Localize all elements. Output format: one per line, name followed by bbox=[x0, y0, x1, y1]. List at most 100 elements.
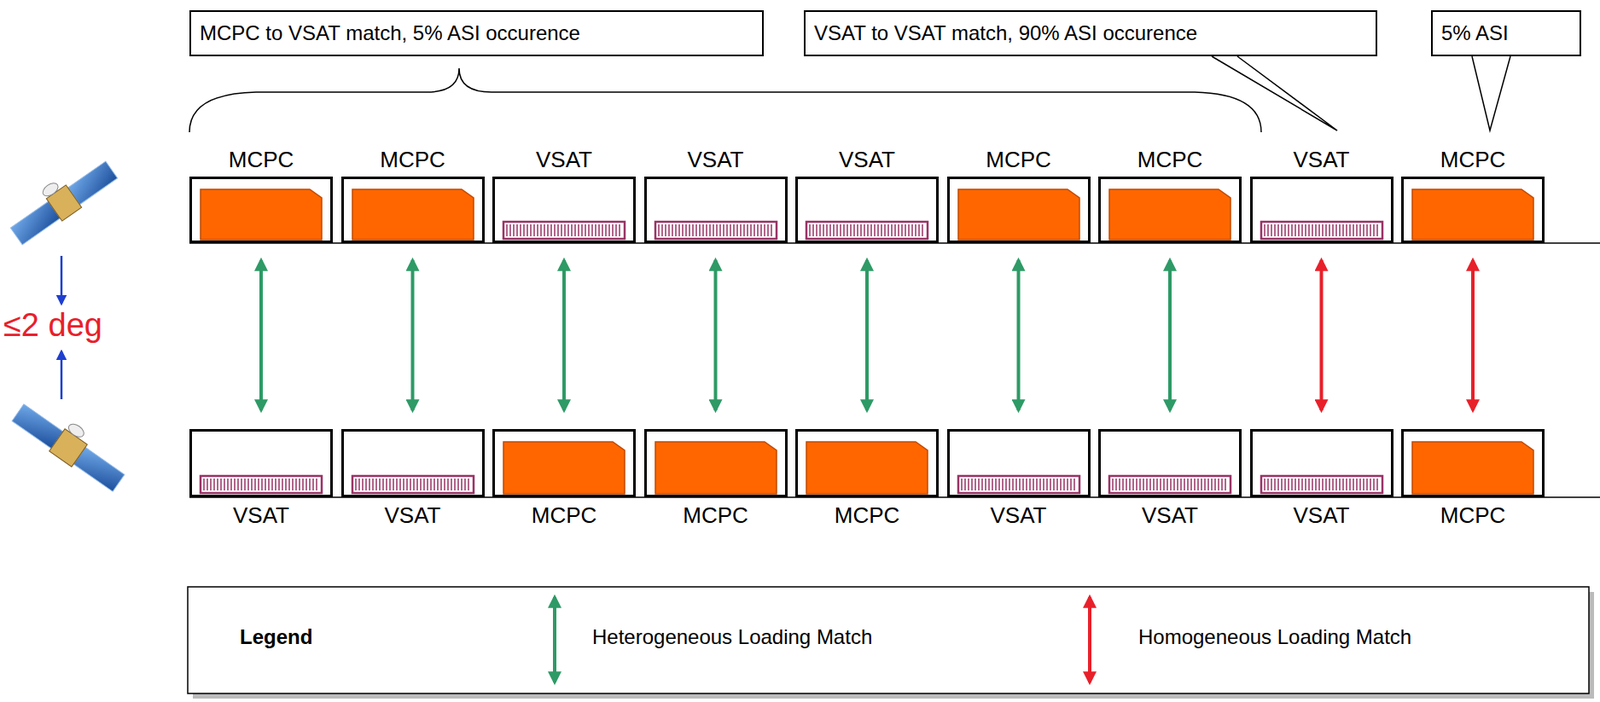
hatch-stroke bbox=[1012, 478, 1014, 491]
loading-match-arrow bbox=[562, 260, 566, 411]
hatch-stroke bbox=[753, 224, 756, 237]
hatch-stroke bbox=[705, 224, 708, 237]
carrier-box: MCPC bbox=[341, 176, 485, 244]
hatch-stroke bbox=[1359, 224, 1362, 237]
hatch-stroke bbox=[1314, 224, 1317, 237]
hatch-stroke bbox=[399, 478, 402, 491]
box-label: VSAT bbox=[687, 146, 745, 174]
hatch-stroke bbox=[1146, 478, 1148, 491]
hatch-stroke bbox=[1304, 478, 1307, 491]
hatch-stroke bbox=[315, 478, 318, 491]
hatch-stroke bbox=[722, 224, 725, 237]
hatch-stroke bbox=[274, 478, 277, 491]
hatch-stroke bbox=[533, 224, 536, 237]
hatch-stroke bbox=[964, 478, 966, 491]
legend-text: Homogeneous Loading Match bbox=[1138, 625, 1412, 650]
carrier-box: MCPC bbox=[947, 176, 1091, 244]
hatch-stroke bbox=[1263, 478, 1266, 491]
hatch-stroke bbox=[698, 224, 701, 237]
hatch-stroke bbox=[849, 224, 852, 237]
hatch-stroke bbox=[1183, 478, 1186, 491]
hatch-carrier bbox=[797, 179, 937, 241]
carrier-box: MCPC bbox=[189, 176, 333, 244]
hatch-stroke bbox=[1025, 478, 1028, 491]
hatch-stroke bbox=[1053, 478, 1055, 491]
loading-match-arrow bbox=[1320, 260, 1324, 411]
hatch-stroke bbox=[736, 224, 739, 237]
hatch-carrier bbox=[1100, 431, 1240, 495]
hatch-stroke bbox=[1128, 478, 1131, 491]
hatch-stroke bbox=[1280, 478, 1283, 491]
hatch-stroke bbox=[354, 478, 357, 491]
hatch-stroke bbox=[443, 478, 446, 491]
hatch-stroke bbox=[977, 478, 980, 491]
hatch-stroke bbox=[567, 224, 570, 237]
hatch-stroke bbox=[1197, 478, 1199, 491]
hatch-stroke bbox=[1277, 224, 1280, 237]
hatch-stroke bbox=[904, 224, 907, 237]
carrier-box: MCPC bbox=[1401, 429, 1545, 498]
carrier-shape bbox=[1403, 179, 1542, 241]
hatch-stroke bbox=[998, 478, 1001, 491]
hatch-stroke bbox=[1142, 478, 1145, 491]
hatch-stroke bbox=[1059, 478, 1062, 491]
hatch-carrier bbox=[646, 179, 786, 241]
hatch-stroke bbox=[1049, 478, 1052, 491]
hatch-stroke bbox=[1349, 478, 1351, 491]
carrier-fill bbox=[1412, 189, 1534, 240]
hatch-stroke bbox=[1204, 478, 1206, 491]
hatch-stroke bbox=[664, 224, 667, 237]
hatch-stroke bbox=[1369, 478, 1372, 491]
hatch-stroke bbox=[584, 224, 587, 237]
hatch-stroke bbox=[1355, 224, 1358, 237]
carrier-fill bbox=[503, 442, 625, 495]
hatch-stroke bbox=[1349, 224, 1351, 237]
hatch-stroke bbox=[264, 478, 267, 491]
hatch-stroke bbox=[681, 224, 684, 237]
box-label: VSAT bbox=[1293, 146, 1350, 174]
legend-box bbox=[187, 587, 1589, 694]
hatch-stroke bbox=[839, 224, 842, 237]
loading-match-arrow bbox=[1017, 260, 1021, 411]
hatch-stroke bbox=[587, 224, 590, 237]
carrier-outline bbox=[958, 476, 1080, 494]
carrier-outline bbox=[1261, 221, 1383, 239]
box-label: MCPC bbox=[682, 502, 749, 530]
hatch-stroke bbox=[678, 224, 681, 237]
hatch-stroke bbox=[1277, 478, 1280, 491]
hatch-stroke bbox=[512, 224, 515, 237]
hatch-stroke bbox=[1070, 478, 1072, 491]
hatch-stroke bbox=[509, 224, 512, 237]
box-label: MCPC bbox=[379, 146, 446, 174]
hatch-stroke bbox=[1200, 478, 1203, 491]
hatch-stroke bbox=[1046, 478, 1048, 491]
hatch-stroke bbox=[506, 224, 508, 237]
hatch-stroke bbox=[1325, 478, 1327, 491]
hatch-stroke bbox=[829, 224, 832, 237]
hatch-stroke bbox=[278, 478, 280, 491]
loading-match-arrow bbox=[1471, 260, 1475, 411]
hatch-stroke bbox=[257, 478, 260, 491]
box-label: VSAT bbox=[838, 146, 896, 174]
hatch-stroke bbox=[1297, 224, 1300, 237]
hatch-stroke bbox=[361, 478, 364, 491]
hatch-stroke bbox=[1005, 478, 1007, 491]
hatch-stroke bbox=[378, 478, 381, 491]
hatch-stroke bbox=[1267, 224, 1269, 237]
hatch-stroke bbox=[890, 224, 893, 237]
hatch-stroke bbox=[1176, 478, 1179, 491]
hatch-stroke bbox=[1291, 224, 1293, 237]
carrier-box: MCPC bbox=[1401, 176, 1545, 244]
hatch-stroke bbox=[1287, 478, 1290, 491]
hatch-stroke bbox=[1321, 224, 1324, 237]
hatch-stroke bbox=[1318, 224, 1321, 237]
hatch-stroke bbox=[1032, 478, 1035, 491]
loading-match-arrow bbox=[714, 260, 718, 411]
hatch-stroke bbox=[668, 224, 670, 237]
hatch-stroke bbox=[1291, 478, 1293, 491]
hatch-stroke bbox=[611, 224, 614, 237]
hatch-stroke bbox=[1274, 478, 1276, 491]
hatch-stroke bbox=[605, 224, 607, 237]
hatch-stroke bbox=[1362, 478, 1365, 491]
